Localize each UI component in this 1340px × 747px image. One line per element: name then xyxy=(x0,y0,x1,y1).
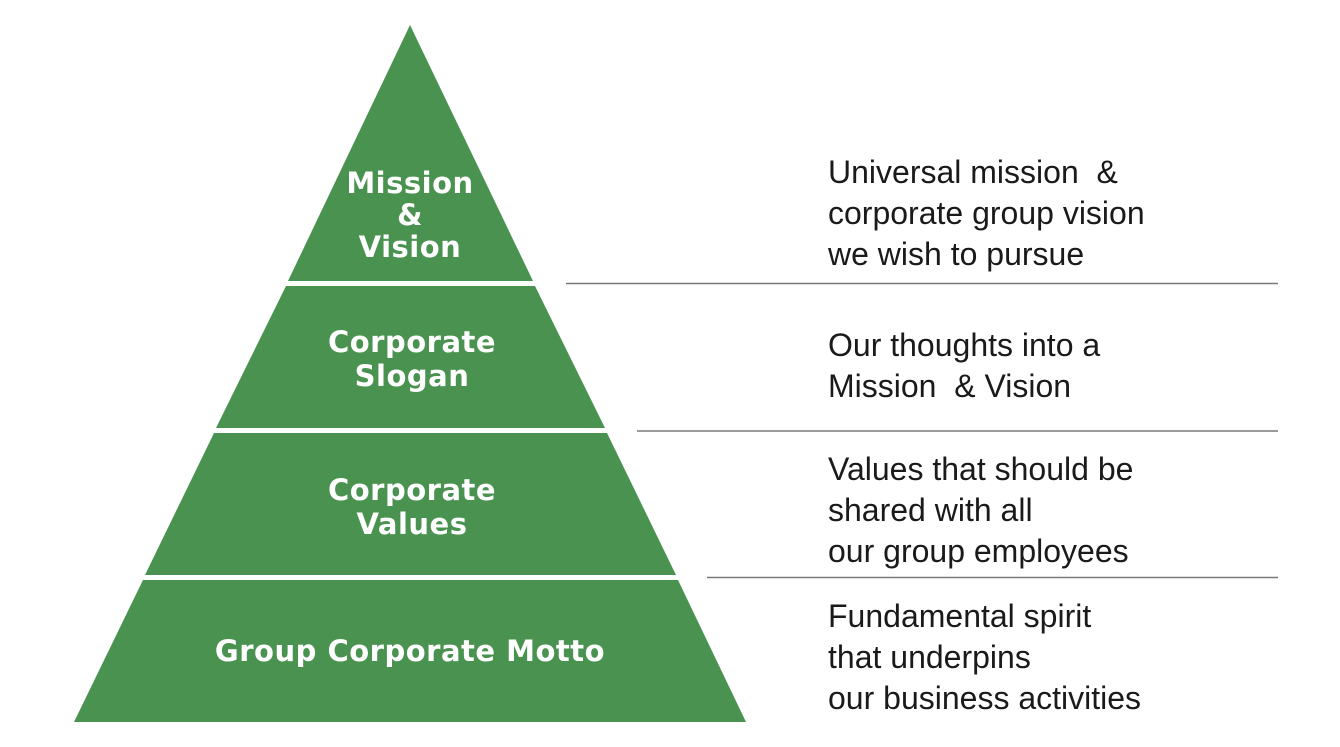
tier-corporate-values xyxy=(145,433,676,575)
tier-label-corporate-slogan: Corporate Slogan xyxy=(262,325,562,393)
tier-group-corporate-motto xyxy=(74,580,746,722)
tier-label-line: & xyxy=(397,198,423,232)
tier-label-line: Values xyxy=(356,507,468,541)
tier-label-line: Slogan xyxy=(354,359,470,393)
description-line: we wish to pursue xyxy=(828,236,1085,272)
tier-description-corporate-slogan: Our thoughts into a Mission & Vision xyxy=(828,325,1100,407)
description-line: Values that should be xyxy=(828,451,1134,487)
tier-label-line: Group Corporate Motto xyxy=(214,634,606,668)
description-line: Fundamental spirit xyxy=(828,598,1092,634)
description-line: shared with all xyxy=(828,492,1033,528)
tier-label-line: Mission xyxy=(346,166,474,200)
description-line: Mission & Vision xyxy=(828,368,1072,404)
description-line: our group employees xyxy=(828,533,1129,569)
tier-description-corporate-values: Values that should be shared with all ou… xyxy=(828,449,1133,572)
description-line: Universal mission & xyxy=(828,154,1118,190)
tier-label-line: Corporate xyxy=(327,473,497,507)
description-line: corporate group vision xyxy=(828,195,1145,231)
description-line: our business activities xyxy=(828,680,1142,716)
tier-corporate-slogan xyxy=(216,286,605,428)
tier-label-mission-vision: Mission & Vision xyxy=(310,166,510,264)
description-line: Our thoughts into a xyxy=(828,327,1101,363)
tier-label-line: Corporate xyxy=(327,325,497,359)
description-line: that underpins xyxy=(828,639,1031,675)
tier-label-corporate-values: Corporate Values xyxy=(262,473,562,541)
tier-label-group-corporate-motto: Group Corporate Motto xyxy=(150,634,670,668)
tier-mission-vision xyxy=(288,25,533,281)
tier-description-mission-vision: Universal mission & corporate group visi… xyxy=(828,152,1145,275)
tier-label-line: Vision xyxy=(358,230,462,264)
tier-description-group-corporate-motto: Fundamental spirit that underpins our bu… xyxy=(828,596,1141,719)
